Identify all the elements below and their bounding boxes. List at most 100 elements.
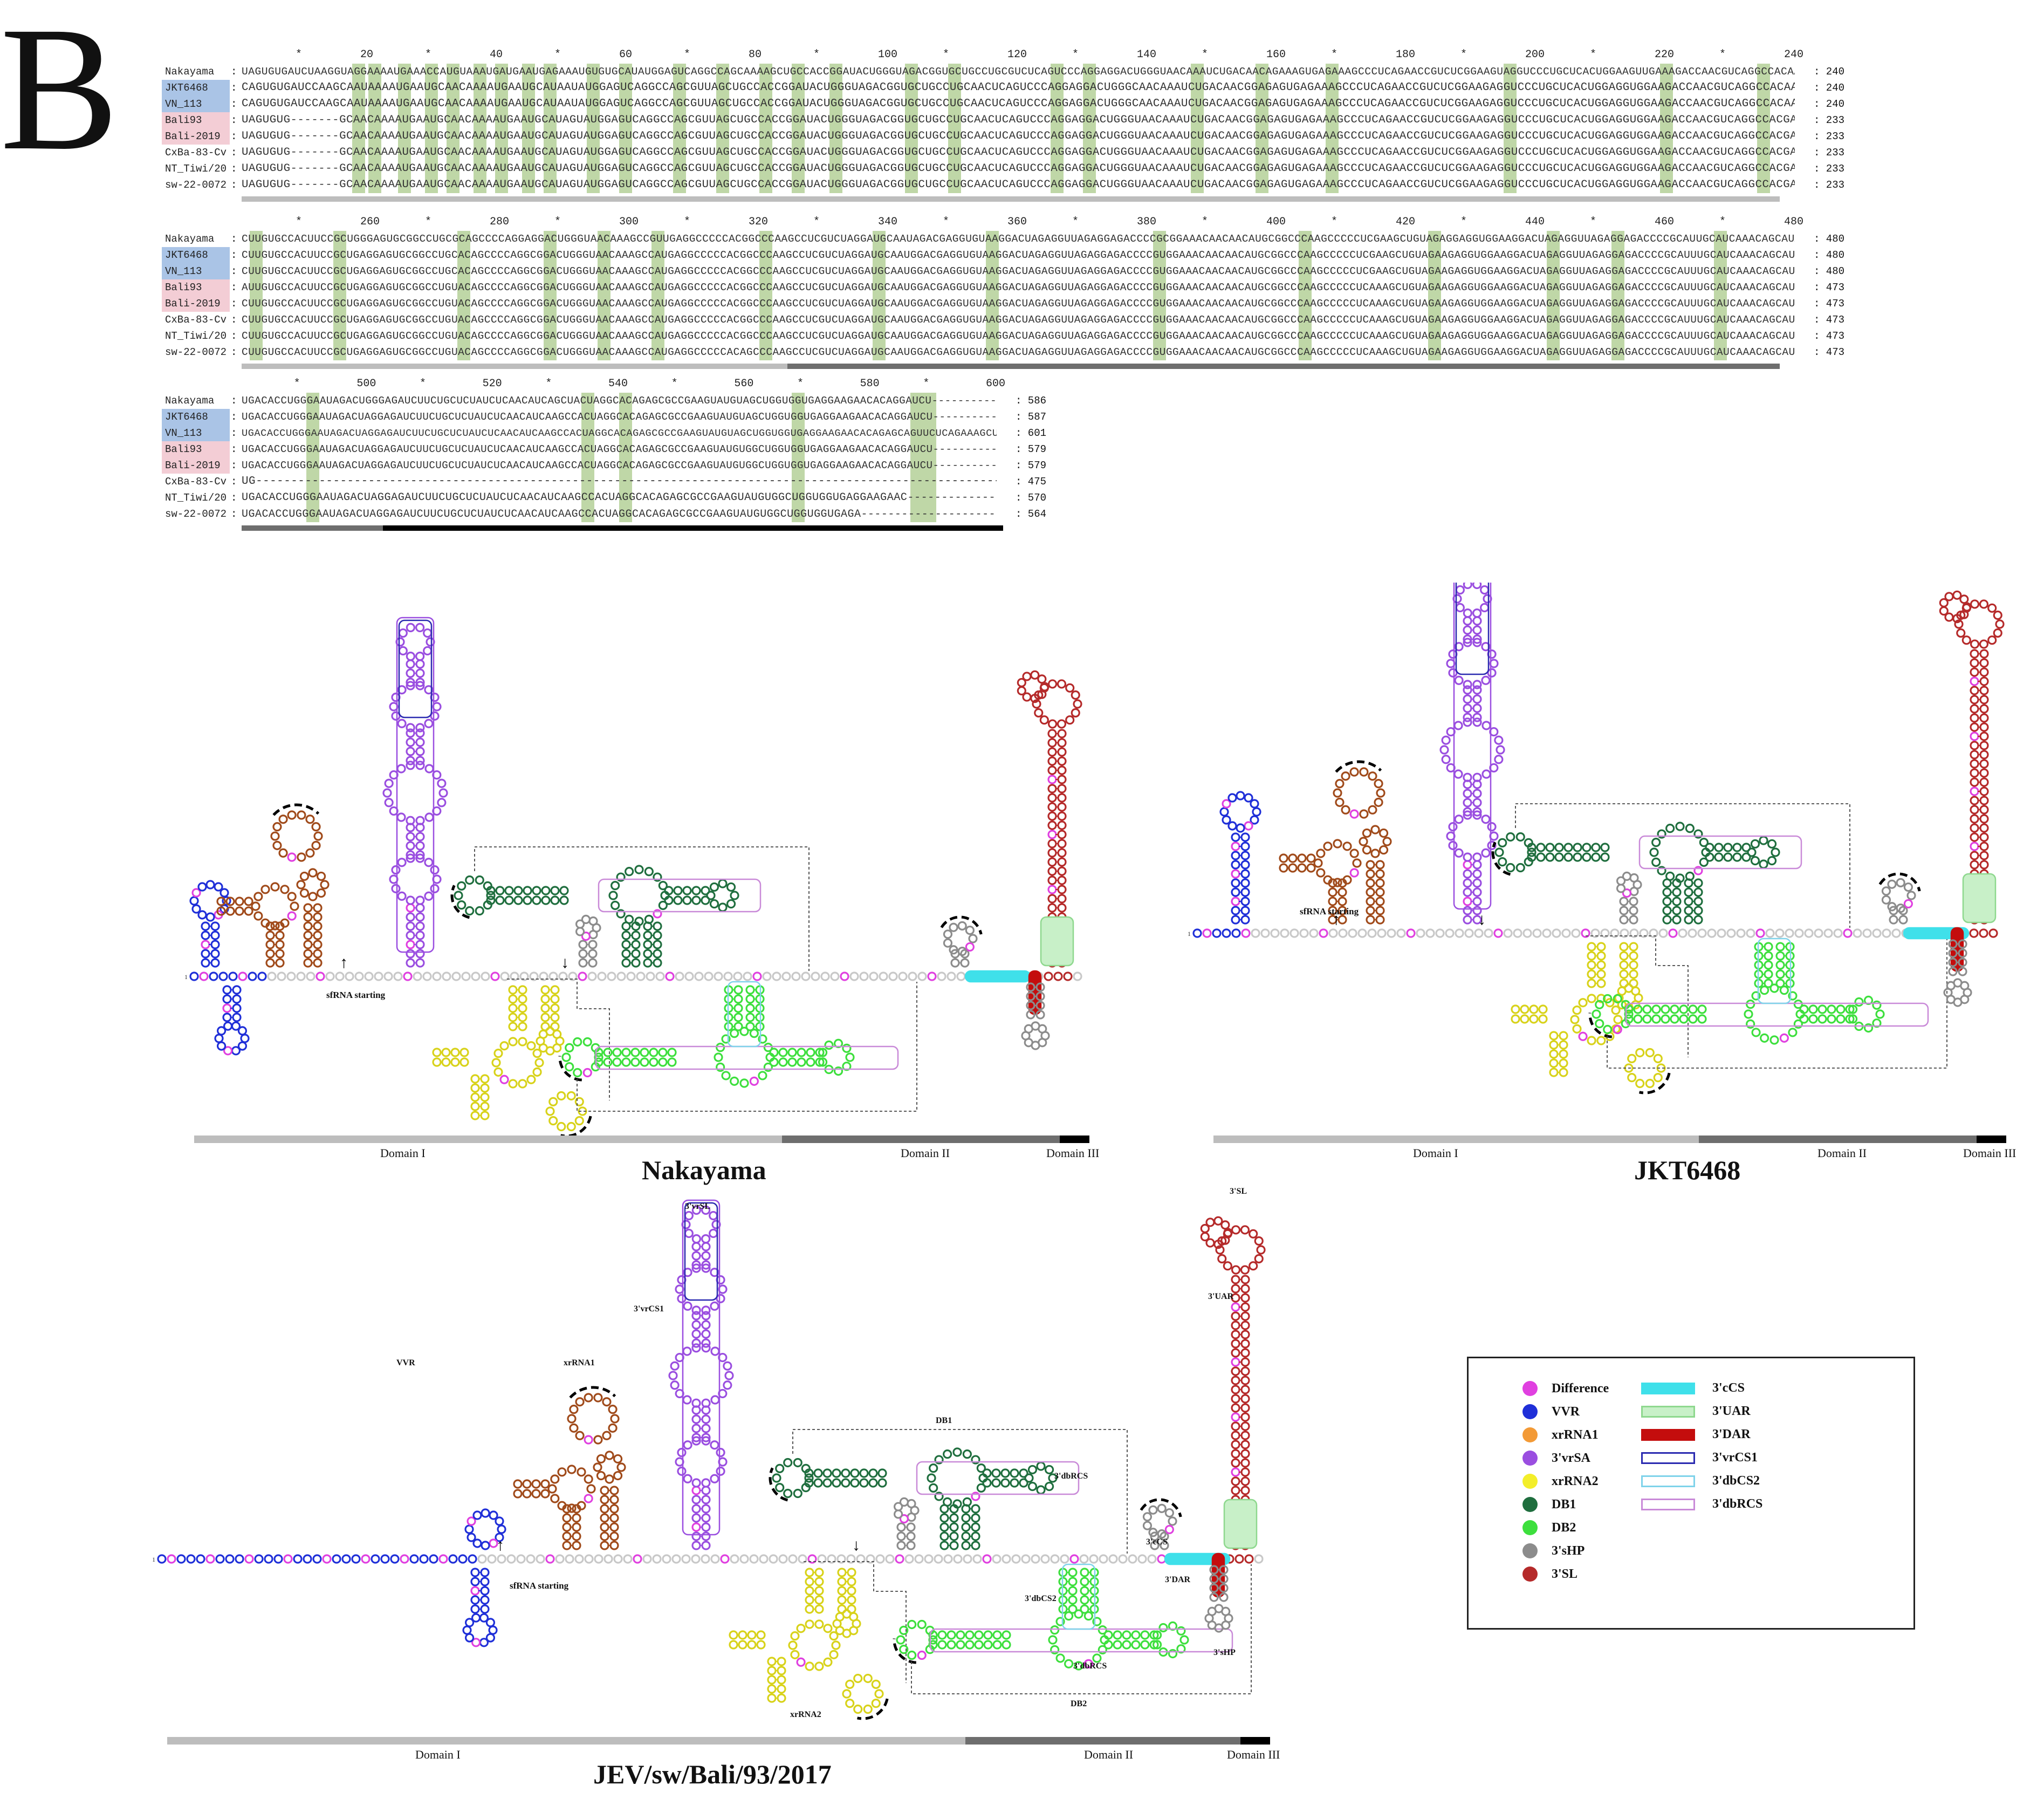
nucleotide: [587, 972, 597, 981]
nucleotide: [406, 958, 415, 968]
nucleotide: [335, 972, 345, 981]
ruler-tick: 120: [1007, 49, 1027, 61]
sequence-text: UAGUGUG-------GCAACAAAAUGAAUGCAACAAAAUGA…: [242, 146, 1795, 159]
nucleotide: [582, 1037, 592, 1047]
nucleotide: [508, 1003, 518, 1013]
nucleotide: [1338, 928, 1348, 938]
ruler-tick: 380: [1137, 216, 1157, 228]
nucleotide: [1862, 928, 1872, 938]
nucleotide: [1158, 1623, 1168, 1633]
nucleotide: [716, 1062, 725, 1072]
nucleotide: [616, 1462, 626, 1472]
pseudoknot-arc: [940, 915, 983, 935]
nucleotide: [1572, 1024, 1582, 1034]
nucleotide: [1374, 797, 1383, 807]
arrow-marker: ↓: [1478, 911, 1486, 928]
nucleotide: [1231, 869, 1240, 879]
nucleotide: [1240, 1321, 1250, 1330]
nucleotide: [430, 884, 440, 893]
nucleotide: [406, 652, 415, 661]
sequence-text: UGACACCUGGGAAUAGACUGGGAGAUCUUCUGCUCUAUCU…: [242, 395, 997, 407]
nucleotide: [1031, 1554, 1040, 1564]
nucleotide: [1872, 1000, 1882, 1010]
nucleotide: [1068, 1568, 1078, 1577]
nucleotide: [575, 919, 585, 929]
nucleotide: [906, 1541, 916, 1550]
nucleotide: [1200, 1232, 1210, 1242]
nucleotide: [1697, 1014, 1707, 1024]
nucleotide: [853, 1704, 863, 1714]
nucleotide: [1970, 777, 1979, 787]
nucleotide: [1359, 767, 1369, 777]
sequence-name: CxBa-83-Cv: [165, 314, 227, 326]
nucleotide: [1231, 1339, 1240, 1349]
nucleotide: [504, 895, 514, 905]
nucleotide: [730, 1076, 739, 1086]
nucleotide: [225, 906, 235, 916]
nucleotide: [644, 867, 654, 877]
sequence-length: : 473: [1813, 282, 1844, 293]
nucleotide: [837, 1595, 847, 1605]
nucleotide: [513, 886, 523, 895]
nucleotide: [1227, 821, 1237, 831]
nucleotide: [1970, 731, 1979, 741]
nucleotide: [297, 810, 306, 820]
nucleotide: [1215, 1245, 1225, 1255]
nucleotide: [701, 1263, 711, 1273]
ruler-tick: *: [923, 378, 930, 390]
nucleotide: [541, 886, 551, 895]
nucleotide: [275, 931, 285, 940]
nucleotide: [415, 958, 425, 968]
nucleotide: [701, 1205, 711, 1215]
nucleotide: [1254, 1236, 1264, 1246]
nucleotide: [723, 972, 733, 981]
nucleotide: [1057, 765, 1067, 775]
nucleotide: [1140, 1640, 1150, 1650]
nucleotide: [1231, 1348, 1240, 1358]
nucleotide: [557, 1091, 566, 1101]
nucleotide: [1240, 1357, 1250, 1367]
nucleotide: [1619, 915, 1629, 925]
nucleotide: [1699, 838, 1709, 847]
separator: :: [231, 131, 237, 142]
nucleotide: [730, 1029, 739, 1038]
nucleotide: [1002, 1640, 1011, 1650]
nucleotide: [1979, 658, 1989, 668]
nucleotide: [649, 1048, 659, 1057]
nucleotide: [691, 886, 701, 895]
nucleotide: [701, 1424, 711, 1433]
conserved-column-highlight: [1714, 231, 1727, 360]
nucleotide: [820, 972, 830, 981]
nucleotide: [616, 909, 626, 919]
nucleotide: [572, 1541, 581, 1550]
nucleotide: [1506, 863, 1515, 873]
nucleotide: [1587, 994, 1596, 1003]
nucleotide: [1619, 942, 1629, 952]
nucleotide: [1362, 845, 1372, 855]
nucleotide: [1068, 1577, 1078, 1586]
arrow-marker: ↑: [340, 954, 348, 972]
nucleotide: [1705, 852, 1714, 862]
nucleotide: [631, 949, 641, 959]
legend-item: 3'vrSA: [1522, 1451, 1590, 1466]
nucleotide: [801, 972, 811, 981]
nucleotide: [232, 1013, 242, 1022]
nucleotide: [1979, 599, 1989, 609]
conserved-column-highlight: [829, 64, 842, 193]
nucleotide: [950, 958, 960, 968]
nucleotide: [316, 888, 326, 898]
nucleotide: [406, 761, 415, 770]
nucleotide: [1024, 1473, 1034, 1483]
nucleotide: [196, 1554, 205, 1564]
nucleotide: [1494, 735, 1504, 745]
nucleotide: [769, 1048, 779, 1057]
sequence-name: Bali93: [162, 441, 230, 457]
nucleotide: [1047, 784, 1057, 794]
conserved-column-highlight: [522, 64, 535, 193]
nucleotide: [275, 958, 285, 968]
nucleotide: [709, 899, 719, 909]
nucleotide: [943, 1497, 952, 1507]
nucleotide: [716, 1294, 725, 1303]
nucleotide: [1487, 668, 1497, 678]
nucleotide: [303, 958, 313, 968]
